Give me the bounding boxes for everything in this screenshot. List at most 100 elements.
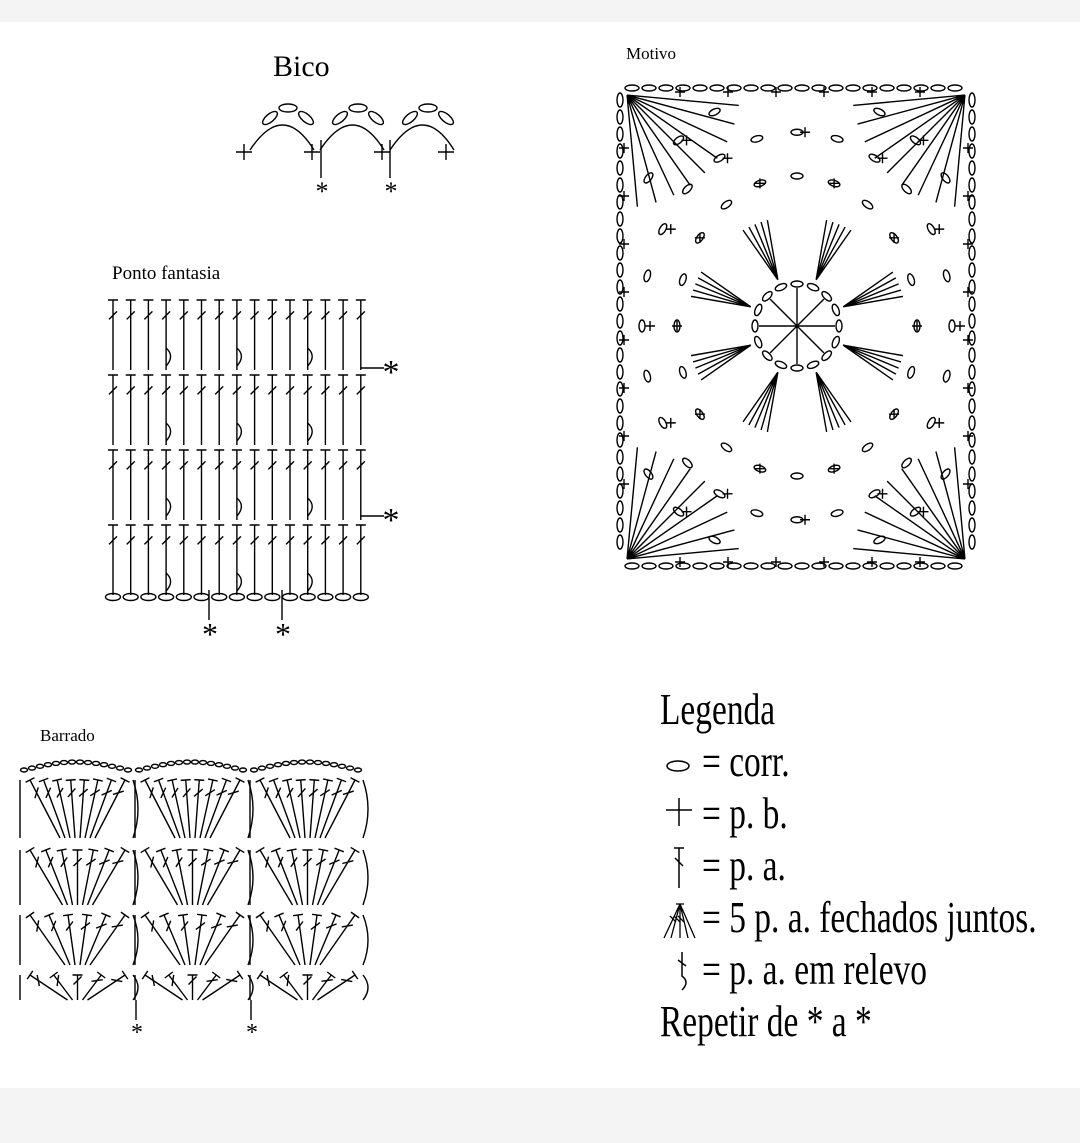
double-crochet-stitch (125, 524, 136, 595)
double-crochet-stitch (292, 913, 306, 966)
single-crochet-stitch (722, 488, 733, 499)
chain-stitch (158, 761, 168, 768)
legend-title-row: Legenda (660, 684, 1080, 736)
double-crochet-stitch (56, 848, 74, 906)
double-crochet-stitch (314, 912, 341, 966)
double-crochet-stitch (268, 777, 296, 839)
single-crochet-stitch (236, 144, 252, 160)
chain-stitch (835, 319, 843, 333)
chain-stitch (616, 143, 624, 159)
chain-stitch (198, 759, 208, 766)
relief-edge (362, 849, 369, 906)
double-crochet-stitch (108, 299, 118, 370)
single-crochet-stitch (963, 335, 973, 345)
chain-stitch (210, 592, 228, 602)
chain-stitch (968, 449, 976, 465)
single-crochet-stitch (889, 232, 900, 243)
single-crochet-stitch (934, 417, 945, 428)
chain-stitch (947, 84, 963, 92)
chain-stitch (790, 172, 804, 180)
double-crochet-stitch (321, 846, 360, 906)
chain-stitch (334, 592, 352, 602)
chain-stitch (616, 364, 624, 380)
chain-stitch (246, 592, 263, 602)
chain-stitch (190, 759, 200, 765)
legend-text: = corr. (702, 737, 790, 786)
chain-stitch (353, 767, 363, 773)
chain-stitch (672, 135, 685, 146)
chain-stitch (761, 350, 773, 362)
chain-stitch (830, 509, 844, 518)
relief-double-crochet (161, 374, 172, 445)
chain-stitch (811, 562, 827, 570)
chain-stitch (968, 415, 976, 431)
picot-arc (389, 124, 455, 151)
chain-stitch (968, 143, 976, 159)
double-crochet-stitch (317, 970, 359, 1001)
chain-stitch (750, 509, 764, 518)
relief-double-crochet (231, 374, 242, 445)
legend-repeat-note: Repetir de * a * (660, 997, 872, 1046)
double-crochet-stitch (267, 449, 278, 520)
single-crochet-stitch (665, 417, 676, 428)
chain-stitch (790, 364, 804, 372)
chain-stitch (968, 534, 976, 550)
single-crochet-stitch (619, 143, 629, 153)
chain-stitch (658, 416, 668, 429)
single-crochet-stitch (963, 287, 973, 297)
chain-stitch (289, 759, 299, 766)
single-crochet-stitch (619, 431, 629, 441)
chain-stitch (616, 245, 624, 261)
chain-stitch (675, 562, 691, 570)
double-crochet-stitch (308, 778, 320, 839)
double-crochet-stitch (338, 449, 349, 520)
chain-stitch (643, 369, 652, 383)
relief-hook (236, 572, 243, 592)
chain-stitch (616, 109, 624, 125)
chain-stitch (249, 767, 259, 773)
chain-stitch (265, 763, 275, 769)
chain-stitch (331, 110, 349, 126)
chain-stitch (761, 290, 773, 302)
motivo-title: Motivo (626, 44, 677, 63)
chain-stitch (43, 761, 53, 768)
chain-stitch (67, 759, 77, 765)
chain-stitch (297, 110, 315, 126)
double-crochet-stitch (81, 971, 106, 1001)
relief-double-crochet (302, 374, 313, 445)
double-crochet-stitch (196, 374, 207, 445)
single-crochet-stitch (963, 191, 973, 201)
double-crochet-stitch (302, 849, 313, 905)
chain-stitch (968, 262, 976, 278)
double-crochet-stitch (320, 374, 331, 445)
single-crochet-stitch (867, 557, 877, 567)
chain-stitch (616, 313, 624, 329)
double-crochet-stitch (196, 524, 207, 595)
relief-double-crochet (231, 299, 242, 370)
double-crochet-stitch (108, 524, 118, 595)
single-crochet-stitch (915, 87, 925, 97)
chain-stitch (182, 759, 192, 765)
barrado-title: Barrado (40, 726, 95, 745)
chain-stitch (968, 517, 976, 533)
double-crochet-stitch (125, 299, 136, 370)
chain-stitch (337, 763, 347, 769)
chain-stitch (777, 84, 793, 92)
double-crochet-stitch (338, 374, 349, 445)
double-crochet-stitch (84, 912, 111, 966)
chain-stitch (261, 110, 279, 126)
single-crochet-stitch (754, 178, 765, 189)
single-crochet-stitch (665, 224, 676, 235)
double-crochet-stitch (26, 970, 68, 1001)
chain-stitch (83, 759, 93, 766)
double-crochet-stitch (285, 524, 295, 595)
single-crochet-stitch (771, 557, 781, 567)
double-crochet-stitch (62, 913, 76, 966)
chain-stitch (743, 84, 759, 92)
chain-stitch (616, 432, 624, 448)
single-crochet-stitch (619, 287, 629, 297)
chain-stitch (616, 381, 624, 397)
cluster-fan (815, 219, 852, 281)
chain-stitch (616, 126, 624, 142)
single-crochet-stitch (963, 431, 973, 441)
